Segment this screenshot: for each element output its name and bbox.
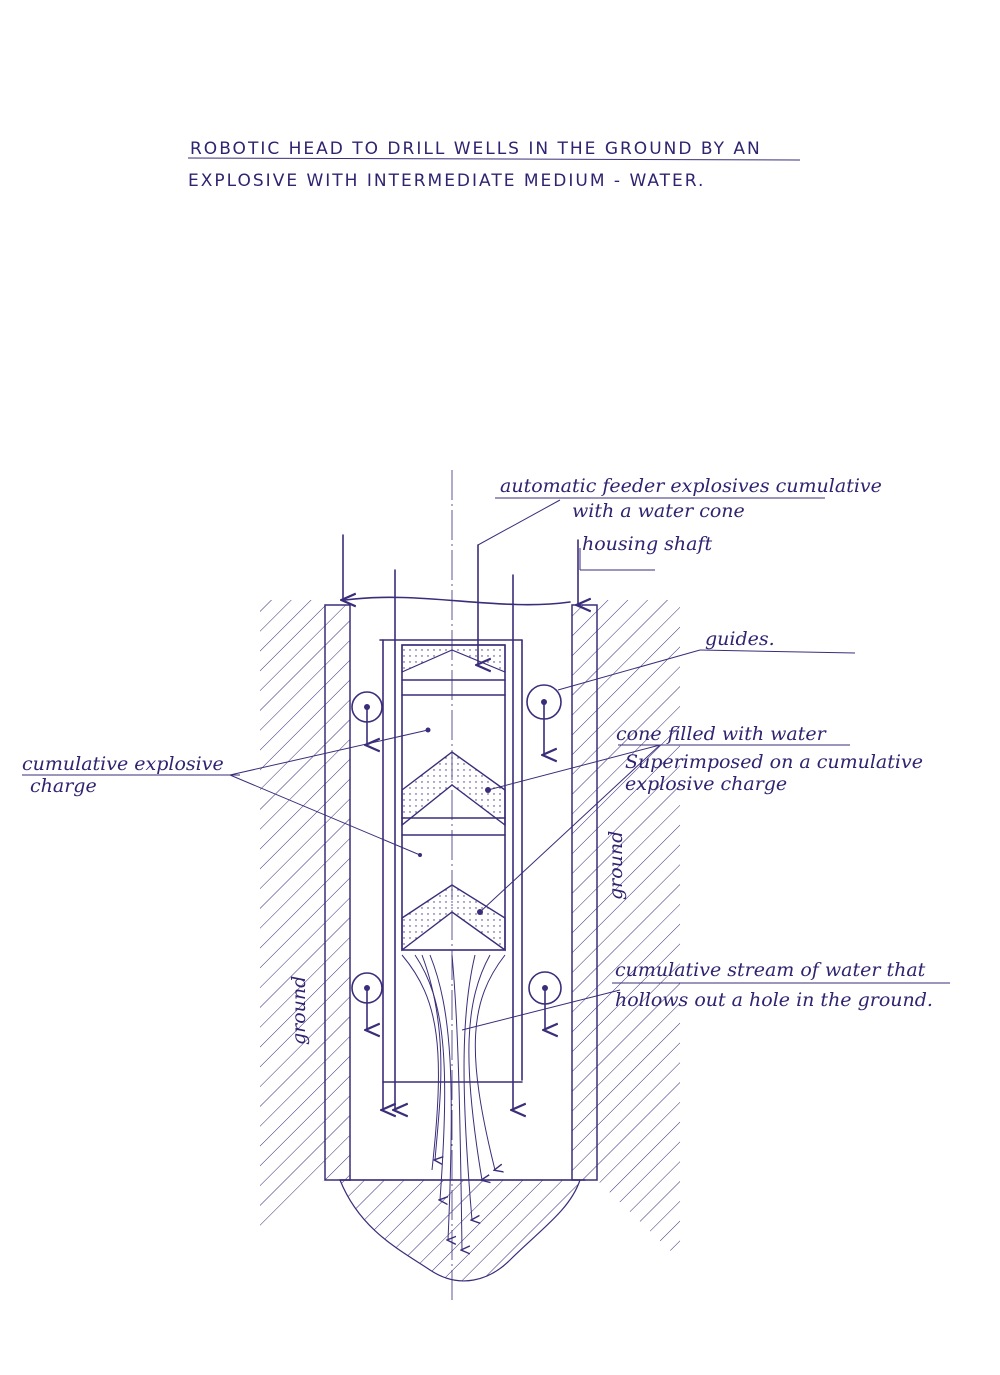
label-ground-right: ground <box>605 831 627 900</box>
label-feeder-1: automatic feeder explosives cumulative <box>500 475 882 497</box>
housing-shaft <box>324 596 598 1181</box>
water-cone-2 <box>401 884 506 952</box>
guide-rollers <box>351 684 562 1030</box>
label-charge-2: charge <box>30 775 97 797</box>
label-guides: guides. <box>705 628 775 650</box>
label-cone-1: cone filled with water <box>616 723 828 745</box>
title-line-1: ROBOTIC HEAD TO DRILL WELLS IN THE GROUN… <box>190 139 762 159</box>
guide-rods <box>343 534 578 1110</box>
label-feeder-2: with a water cone <box>572 500 745 522</box>
ground-left-hatch <box>260 600 325 1230</box>
label-charge-1: cumulative explosive <box>22 753 224 775</box>
label-ground-left: ground <box>288 976 310 1045</box>
label-stream-2: hollows out a hole in the ground. <box>615 989 933 1011</box>
label-cone-2: Superimposed on a cumulative <box>625 751 923 773</box>
leader-lines <box>22 497 950 1031</box>
title-line-2: EXPLOSIVE WITH INTERMEDIATE MEDIUM - WAT… <box>188 171 705 191</box>
ground-right-hatch <box>597 600 680 1260</box>
water-cone-1 <box>401 751 506 827</box>
hole-bottom <box>339 1179 581 1282</box>
label-housing-shaft: housing shaft <box>582 533 713 555</box>
label-stream-1: cumulative stream of water that <box>615 959 926 981</box>
label-cone-3: explosive charge <box>625 773 787 795</box>
title: ROBOTIC HEAD TO DRILL WELLS IN THE GROUN… <box>187 139 801 191</box>
water-jet <box>401 954 506 1250</box>
explosive-cartridge <box>379 639 523 952</box>
